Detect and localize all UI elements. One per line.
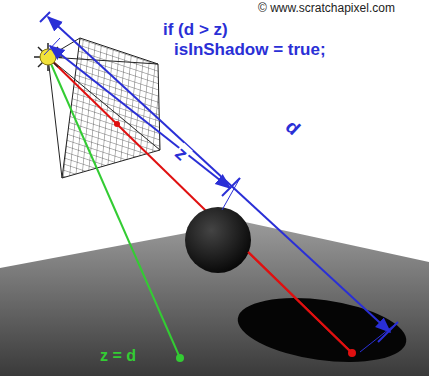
light-source bbox=[34, 43, 62, 71]
equality-label: z = d bbox=[100, 348, 136, 364]
dimension-lines bbox=[40, 12, 398, 352]
red-ray-hidden bbox=[248, 252, 352, 353]
watermark: © www.scratchapixel.com bbox=[258, 2, 395, 14]
shadow bbox=[234, 288, 411, 371]
red-dot-grid bbox=[114, 121, 120, 127]
dimension-label: d bbox=[281, 116, 304, 139]
code-line: if (d > z) bbox=[163, 21, 228, 38]
shadow-map-grid bbox=[21, 23, 199, 256]
red-ray bbox=[48, 57, 352, 353]
red-dot bbox=[348, 349, 356, 357]
dimension-label: z bbox=[171, 143, 192, 165]
green-ray bbox=[48, 57, 180, 358]
green-dot bbox=[176, 354, 184, 362]
code-line: isInShadow = true; bbox=[174, 41, 326, 58]
sphere bbox=[185, 207, 251, 273]
